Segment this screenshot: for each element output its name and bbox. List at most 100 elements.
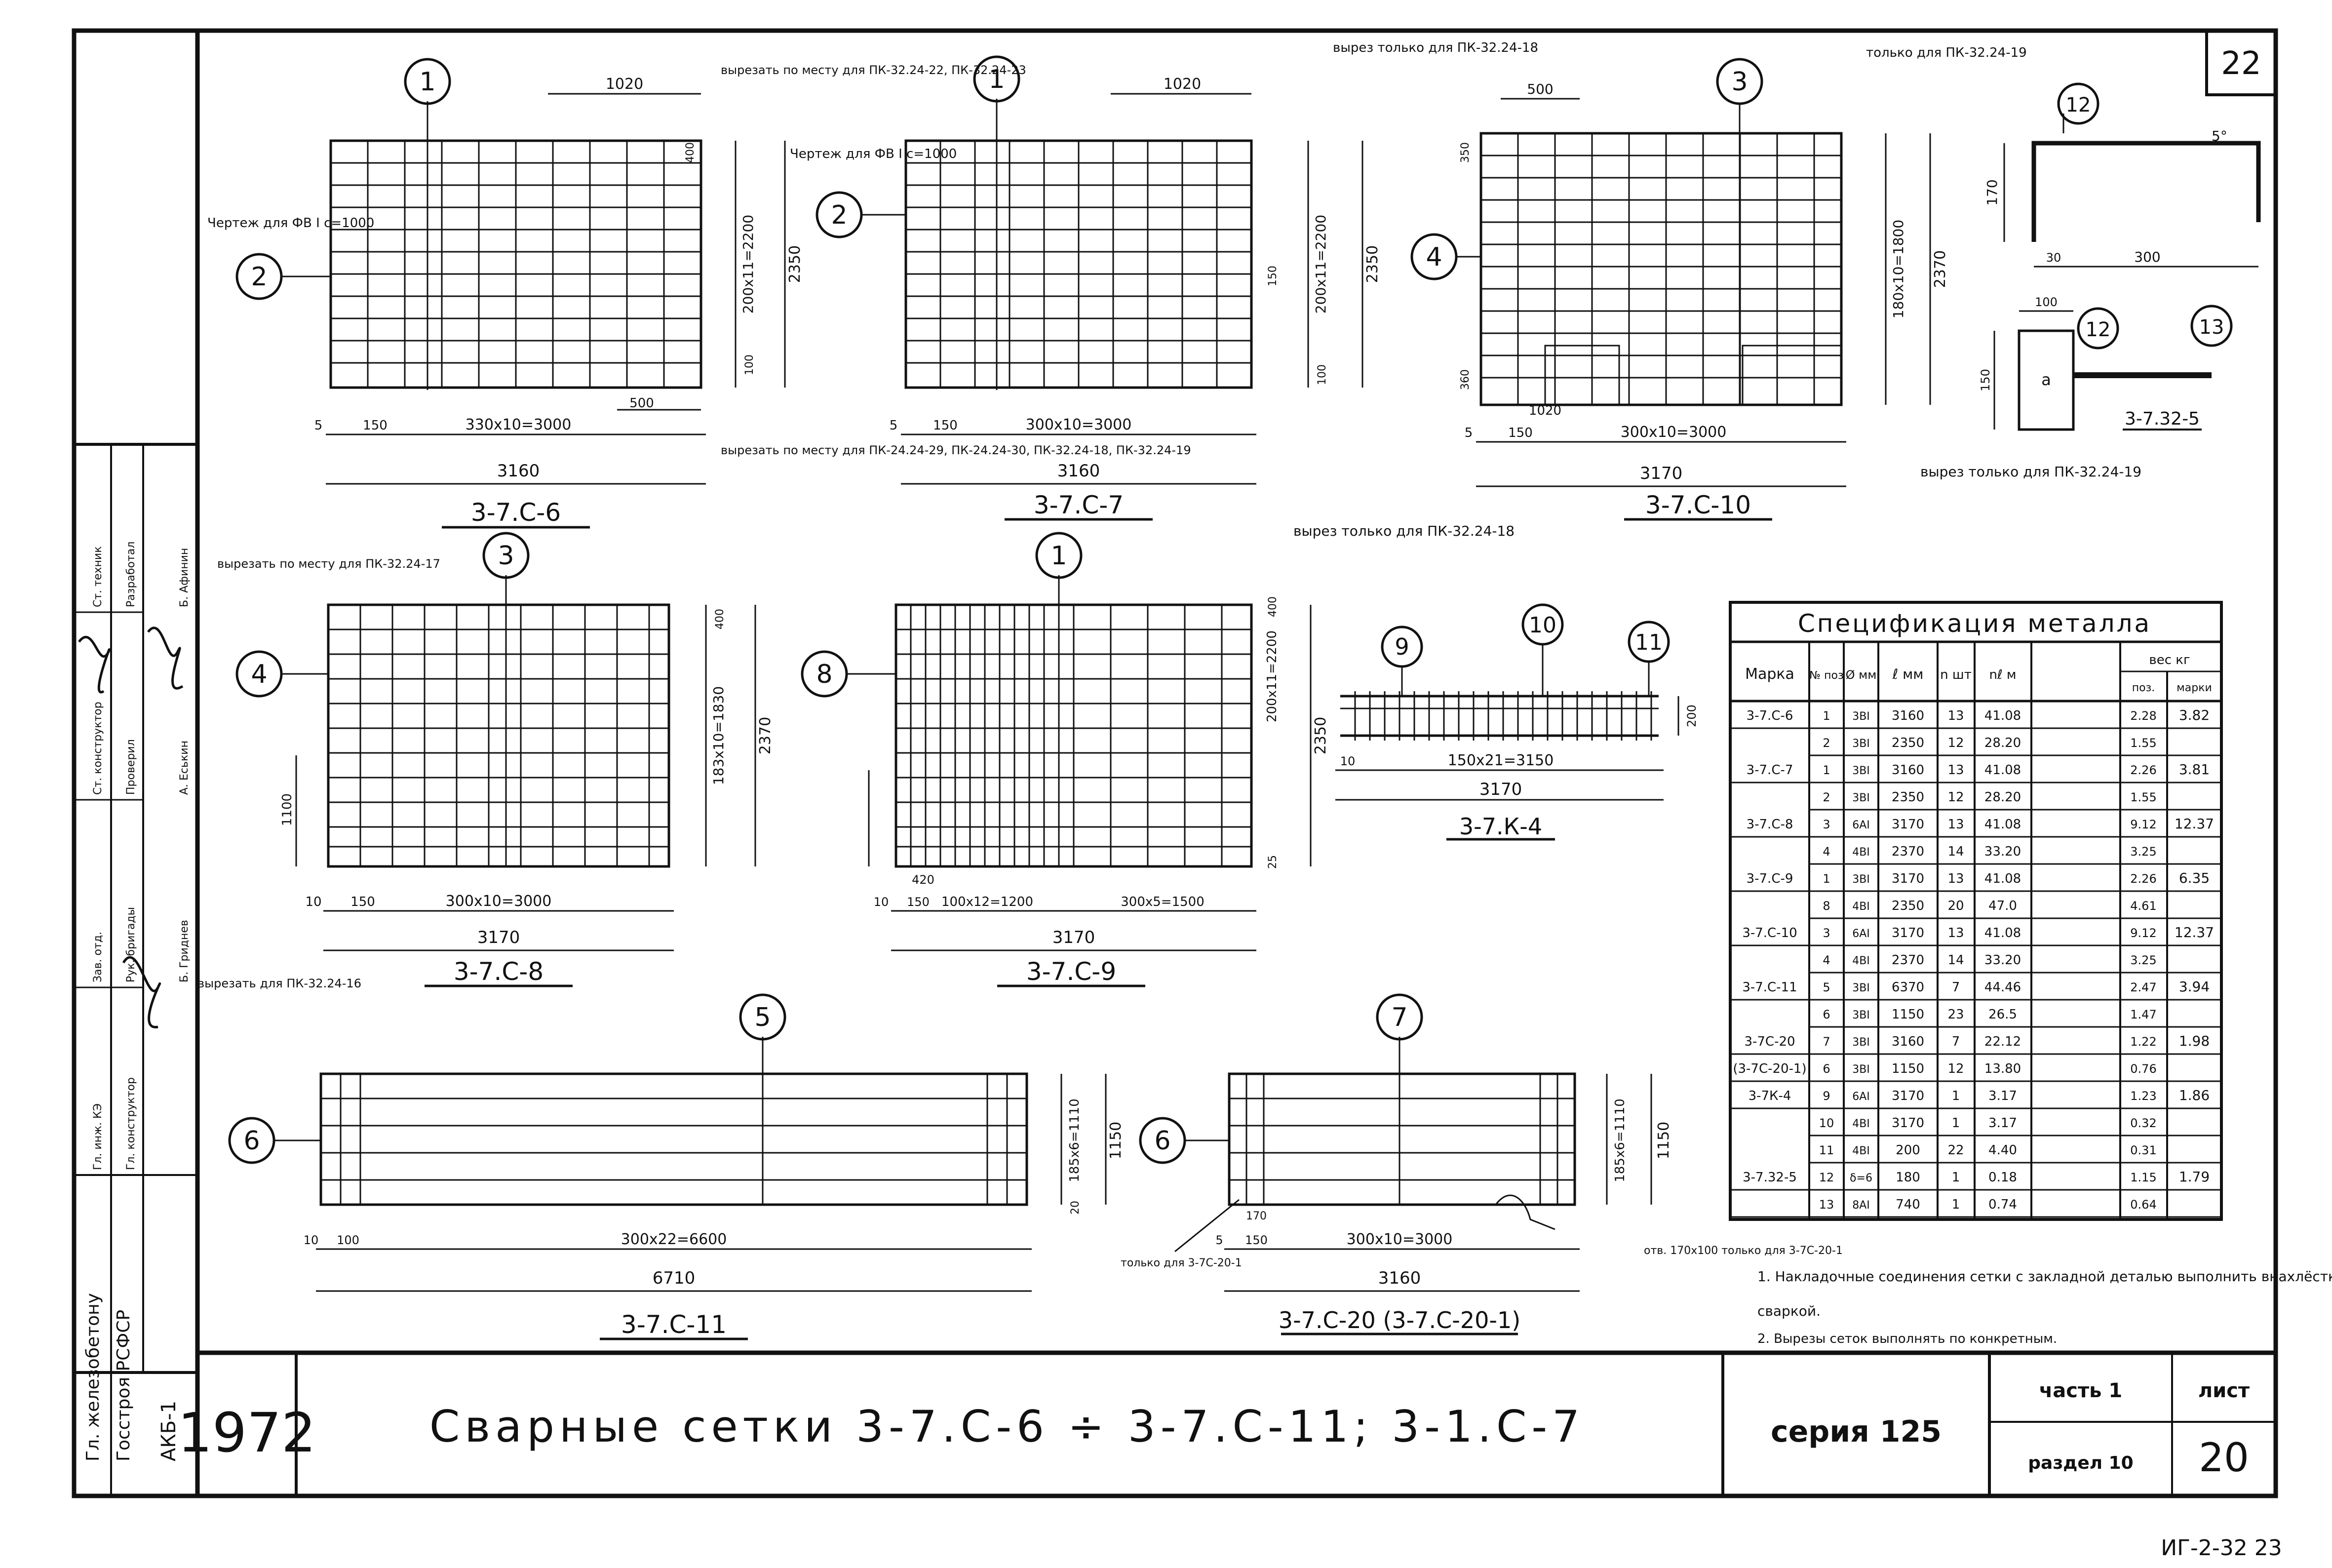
spec-cell-len: 3160 (1892, 1034, 1924, 1049)
dim-total: 3170 (477, 928, 520, 947)
balloon-label: 4 (251, 660, 267, 689)
callout-balloon (2057, 82, 2099, 125)
spec-cell-tot: 13.80 (1984, 1061, 2021, 1076)
spec-cell-pos: 6 (1823, 1062, 1830, 1076)
note-1: 1. Накладочные соединения сетки с заклад… (1757, 1268, 2332, 1285)
spec-cell-wm: 3.94 (2179, 979, 2210, 995)
stamp-name-2: Б. Гриднев (178, 920, 191, 982)
callout-balloon (404, 58, 451, 105)
spec-cell-n: 13 (1947, 817, 1964, 832)
section-label[interactable]: раздел 10 (2028, 1453, 2133, 1473)
stamp-role-4: Ст. конструктор (92, 702, 104, 795)
spec-cell-mark: 3-7.С-7 (1747, 763, 1793, 778)
dim-end: 150 (363, 418, 388, 433)
dim-edge: 5 (314, 418, 323, 433)
spec-cell-tot: 33.20 (1984, 953, 2021, 968)
mesh-outline (1228, 1072, 1576, 1206)
callout-balloon (228, 1117, 275, 1164)
spec-cell-tot: 41.08 (1984, 763, 2021, 778)
spec-cell-n: 12 (1947, 790, 1964, 805)
spec-cell-len: 3160 (1892, 763, 1924, 778)
dim-small: 500 (629, 396, 654, 411)
spec-cell-wm: 3.81 (2179, 761, 2210, 778)
dim-span: 300x10=3000 (1026, 416, 1132, 433)
stamp-code: АКБ-1 (157, 1401, 180, 1461)
balloon-label: 10 (1529, 613, 1556, 638)
detail-3-7-32-5: 12 300 170 30 5° а 100 150 12 13 3-7.32-… (1979, 82, 2261, 431)
spec-cell-len: 1150 (1892, 1007, 1924, 1022)
callout-balloon (816, 191, 863, 238)
mesh-bars (331, 141, 701, 388)
part-label[interactable]: часть 1 (2039, 1379, 2122, 1402)
spec-cell-len: 1150 (1892, 1061, 1924, 1076)
callout-balloon (1410, 233, 1458, 280)
spec-cell-w: 0.32 (2130, 1116, 2156, 1130)
spec-cell-wm: 12.37 (2175, 816, 2214, 832)
dim-span: 300x10=3000 (446, 893, 552, 910)
spec-cell-dia: 3ВI (1852, 982, 1870, 994)
spec-cell-pos: 2 (1823, 736, 1830, 750)
dim-span-b: 300x5=1500 (1121, 895, 1205, 909)
sheet-number: 20 (2199, 1435, 2249, 1481)
callout-balloon (1381, 626, 1423, 668)
spec-cell-mark: 3-7.С-11 (1742, 980, 1797, 995)
mesh-mark: 3-7.С-11 (621, 1310, 727, 1339)
spec-cell-len: 3170 (1892, 871, 1924, 886)
spec-cell-wm: 3.82 (2179, 707, 2210, 723)
spec-header-mark: Марка (1745, 666, 1794, 683)
balloon-label: 2 (251, 262, 267, 292)
spec-subheader-mark: марки (2177, 682, 2212, 694)
note-1-cont: сваркой. (1757, 1303, 1821, 1319)
mesh-mark: 3-7.С-10 (1645, 491, 1751, 519)
callout-balloon (1139, 1117, 1186, 1164)
balloon-label: 2 (831, 200, 847, 230)
spec-cell-pos: 4 (1823, 953, 1830, 967)
annotation-left: Чертеж для ФВ I с=1000 (790, 147, 957, 161)
stamp-role-1: Гл. конструктор (125, 1077, 137, 1170)
spec-cell-pos: 11 (1819, 1143, 1834, 1157)
callout-balloon (739, 993, 786, 1041)
spec-cell-w: 1.55 (2130, 790, 2156, 804)
spec-cell-w: 9.12 (2130, 926, 2156, 940)
callout-balloon (1376, 993, 1423, 1041)
dimension-lines (1224, 1074, 1652, 1292)
spec-cell-dia: 6АI (1852, 819, 1870, 831)
spec-cell-n: 13 (1947, 871, 1964, 886)
spec-cell-n: 1 (1952, 1089, 1960, 1103)
spec-cell-w: 1.55 (2130, 736, 2156, 750)
stamp-role-3: Рук. бригады (125, 907, 137, 982)
dim-total: 3170 (1479, 780, 1522, 799)
dim-edge: 10 (874, 895, 889, 909)
note-2: 2. Вырезы сеток выполнять по конкретным. (1757, 1332, 2057, 1346)
dim-h1: 20 (1069, 1201, 1082, 1215)
spec-cell-w: 1.23 (2130, 1089, 2156, 1103)
dim-end: 150 (1245, 1233, 1268, 1247)
balloon-label: 3 (1731, 67, 1748, 97)
spec-cell-mark: 3-7.С-10 (1742, 926, 1797, 941)
bent-bar (2031, 141, 2261, 242)
dim-total: 3170 (1640, 464, 1683, 483)
dim-edge: 10 (305, 895, 321, 909)
spec-cell-wm: 12.37 (2175, 924, 2214, 941)
signature-1 (78, 636, 111, 694)
spec-cell-pos: 5 (1823, 980, 1830, 994)
callout-balloon (235, 650, 283, 698)
dim-edge: 10 (304, 1233, 319, 1247)
angle-label: 5° (2212, 128, 2227, 144)
bottom-code: ИГ-2-32 23 (2161, 1535, 2282, 1561)
spec-cell-n: 14 (1947, 844, 1964, 859)
spec-header-dia: Ø мм (1846, 668, 1877, 682)
spec-cell-len: 740 (1896, 1197, 1920, 1212)
balloon-label: 1 (988, 65, 1005, 94)
spec-cell-pos: 6 (1823, 1008, 1830, 1021)
spec-cell-pos: 10 (1819, 1116, 1834, 1130)
mesh-drawing-3-7-C-10: 3 4 вырез только для ПК-32.24-18 только … (1293, 40, 2141, 539)
dimension-lines (868, 605, 1312, 951)
spec-cell-w: 2.47 (2130, 980, 2156, 994)
dim-small: 100 (2035, 295, 2058, 309)
dim-pitch: 180x10=1800 (1890, 220, 1906, 318)
callout-balloon (2190, 305, 2233, 347)
dim-width: 300 (2134, 249, 2160, 265)
dim-end: 150 (1508, 426, 1533, 440)
spec-cell-len: 2350 (1892, 899, 1924, 913)
